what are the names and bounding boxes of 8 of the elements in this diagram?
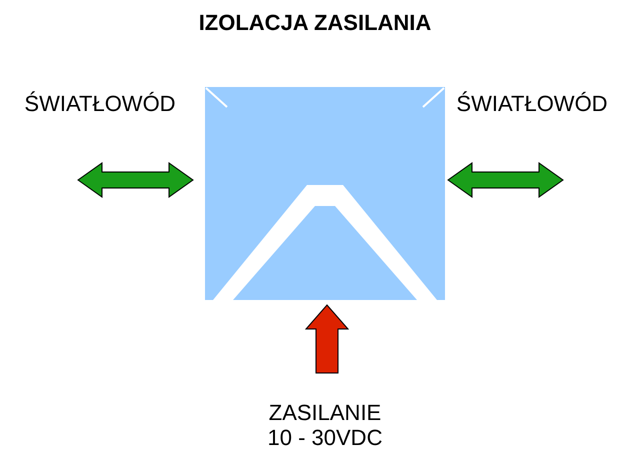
isolation-symbol: [205, 87, 445, 300]
node-label: ZASILANIE 10 - 30VDC: [266, 400, 384, 450]
node-label: ŚWIATŁOWÓD: [23, 91, 177, 116]
block-arrow: [77, 162, 194, 198]
diagram-title: IZOLACJA ZASILANIA: [198, 10, 432, 35]
node-label: ŚWIATŁOWÓD: [455, 91, 609, 116]
block-arrow: [304, 304, 350, 374]
block-arrow: [447, 162, 564, 198]
